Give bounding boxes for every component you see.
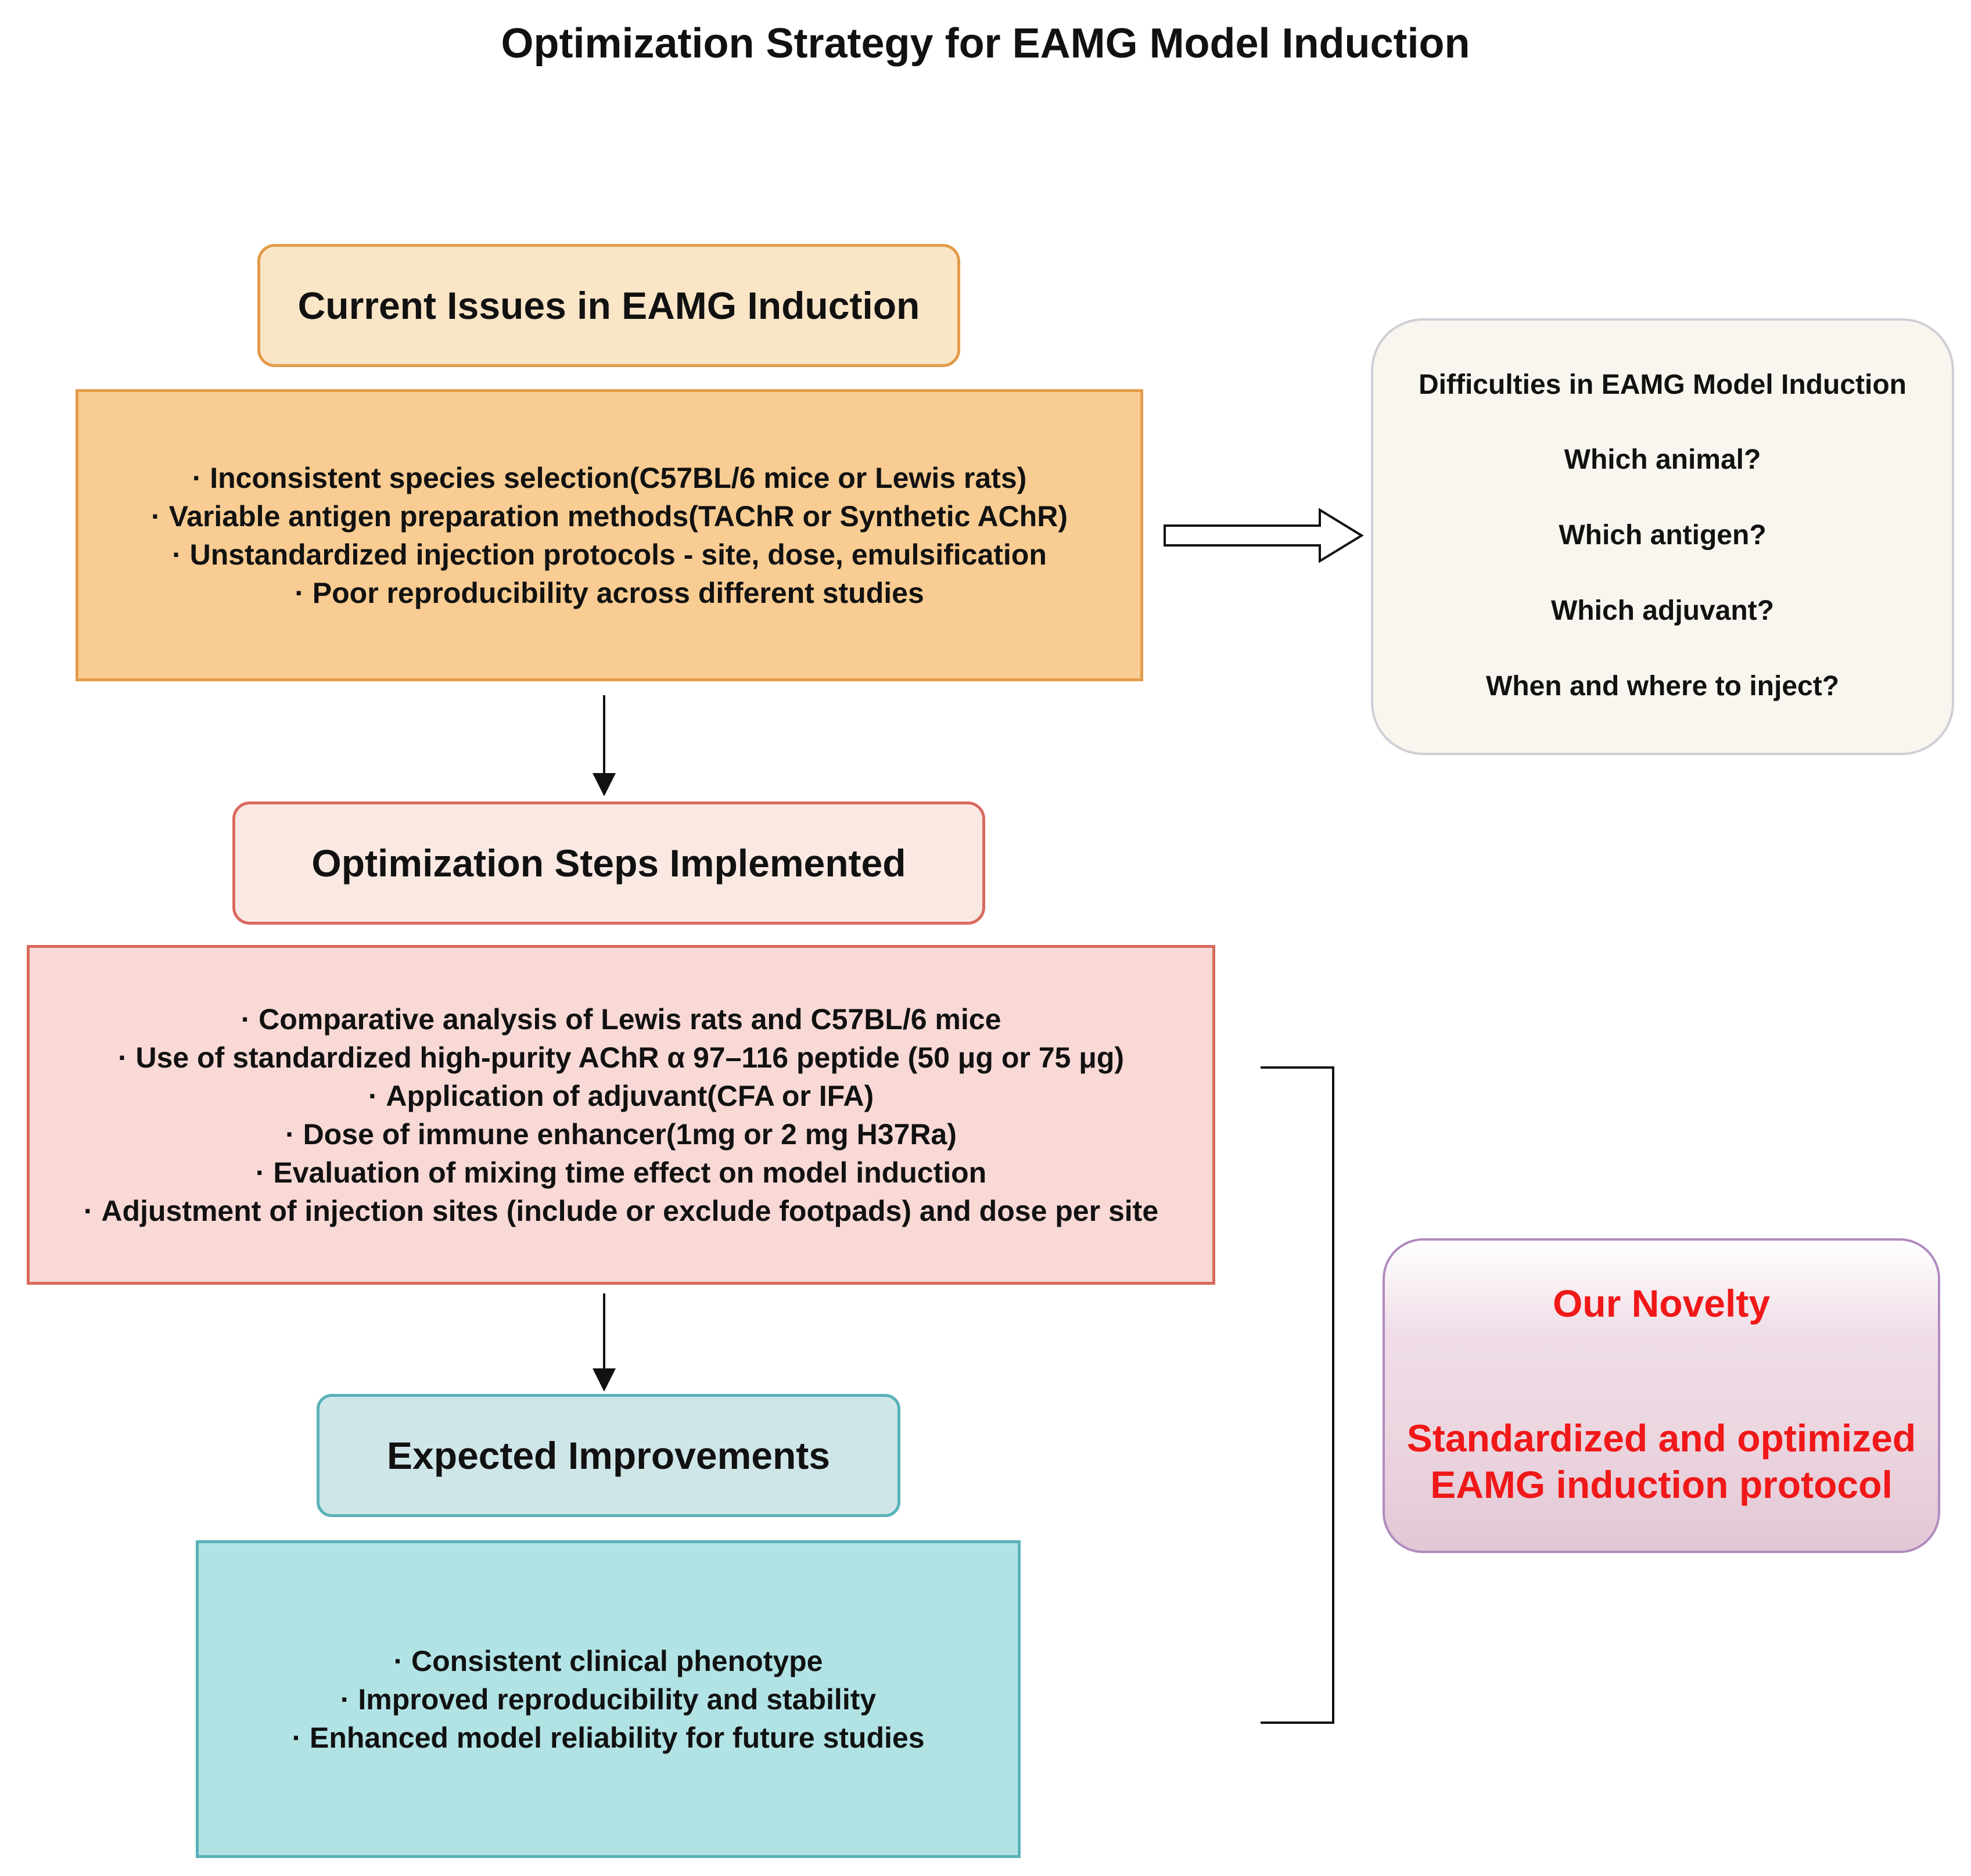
expected-improvement-item: Consistent clinical phenotype (292, 1642, 924, 1680)
diagram-title: Optimization Strategy for EAMG Model Ind… (501, 20, 1470, 67)
optimization-step-item: Evaluation of mixing time effect on mode… (84, 1153, 1158, 1192)
expected-improvements-heading: Expected Improvements (387, 1434, 830, 1477)
optimization-step-item: Dose of immune enhancer(1mg or 2 mg H37R… (84, 1115, 1158, 1153)
current-issue-item: Variable antigen preparation methods(TAC… (151, 497, 1068, 536)
novelty-heading: Our Novelty (1552, 1282, 1771, 1325)
optimization-step-item: Adjustment of injection sites (include o… (84, 1192, 1158, 1230)
novelty-text: Standardized and optimized EAMG inductio… (1406, 1417, 1916, 1506)
difficulty-question: Which antigen? (1559, 519, 1767, 551)
optimization-step-item: Use of standardized high-purity AChR α 9… (84, 1038, 1158, 1077)
difficulties-box: Difficulties in EAMG Model Induction Whi… (1371, 318, 1954, 755)
current-issue-item: Unstandardized injection protocols - sit… (151, 536, 1068, 574)
expected-improvement-item: Enhanced model reliability for future st… (292, 1719, 925, 1757)
novelty-box: Our Novelty Standardized and optimized E… (1383, 1238, 1940, 1553)
bracket-connector (1261, 1066, 1334, 1724)
difficulties-question-list: Which animal? Which antigen? Which adjuv… (1486, 441, 1839, 705)
current-issue-item: Inconsistent species selection(C57BL/6 m… (151, 459, 1068, 497)
current-issues-box: Inconsistent species selection(C57BL/6 m… (76, 389, 1143, 681)
expected-improvements-box: Consistent clinical phenotype Improved r… (196, 1540, 1021, 1858)
optimization-steps-heading: Optimization Steps Implemented (311, 842, 906, 885)
current-issues-list: Inconsistent species selection(C57BL/6 m… (151, 459, 1068, 612)
current-issue-item: Poor reproducibility across different st… (151, 574, 1068, 612)
hollow-arrow-issues-to-difficulties (1164, 508, 1364, 563)
optimization-step-item: Application of adjuvant(CFA or IFA) (84, 1077, 1158, 1115)
difficulties-heading: Difficulties in EAMG Model Induction (1419, 369, 1907, 400)
optimization-step-item: Comparative analysis of Lewis rats and C… (84, 1000, 1158, 1038)
optimization-steps-list: Comparative analysis of Lewis rats and C… (84, 1000, 1158, 1230)
optimization-steps-box: Comparative analysis of Lewis rats and C… (27, 945, 1215, 1285)
expected-improvements-list: Consistent clinical phenotype Improved r… (292, 1642, 925, 1757)
current-issues-heading-box: Current Issues in EAMG Induction (257, 244, 960, 367)
current-issues-heading: Current Issues in EAMG Induction (297, 284, 920, 327)
difficulty-question: Which adjuvant? (1550, 595, 1774, 626)
optimization-steps-heading-box: Optimization Steps Implemented (232, 802, 985, 925)
difficulty-question: When and where to inject? (1485, 670, 1840, 702)
difficulty-question: Which animal? (1564, 444, 1761, 475)
expected-improvements-heading-box: Expected Improvements (317, 1394, 900, 1517)
expected-improvement-item: Improved reproducibility and stability (292, 1680, 924, 1719)
